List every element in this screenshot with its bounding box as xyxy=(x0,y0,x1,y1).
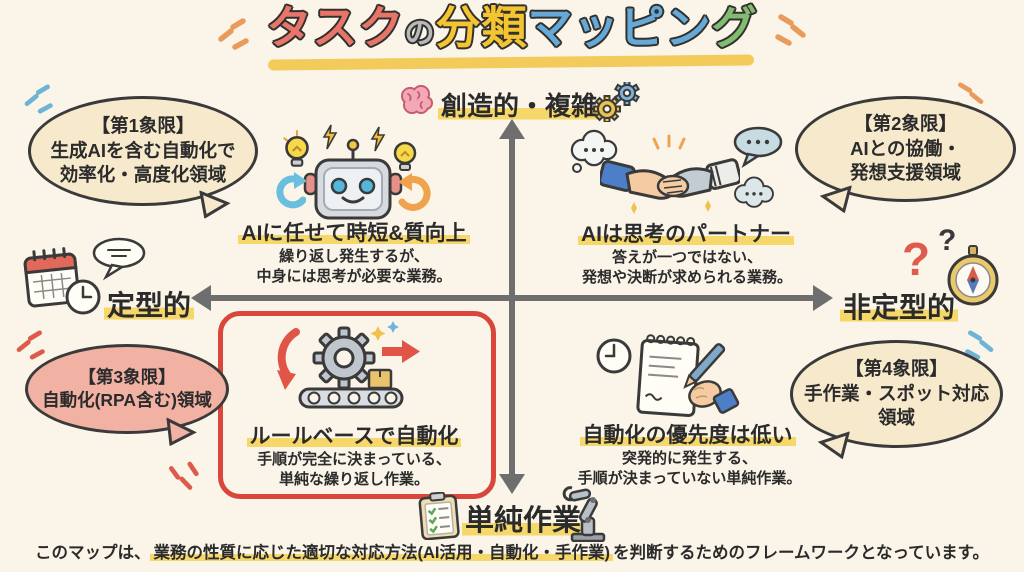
quadrant4-bubble: 【第4象限】 手作業・スポット対応 領域 xyxy=(790,340,1003,448)
speech-bubble-icon xyxy=(733,126,783,168)
lightning-icon xyxy=(370,126,386,152)
lightbulb-icon xyxy=(393,141,417,171)
bubble-line: AIとの協働・ xyxy=(850,137,961,159)
lightbulb-icon xyxy=(283,130,309,167)
bubble-line: 【第4象限】 xyxy=(845,358,948,380)
bubble-line: 【第1象限】 xyxy=(91,115,195,137)
title-decoration-left xyxy=(218,18,249,50)
title-segment: の xyxy=(404,17,436,50)
notepad-writing-icon xyxy=(596,334,740,418)
axis-arrow-up xyxy=(499,119,525,139)
bubble-tail xyxy=(199,190,231,219)
bubble-line: 生成AIを含む自動化で xyxy=(50,139,236,161)
robot-arm-icon xyxy=(562,486,606,542)
lightning-icon xyxy=(322,124,338,150)
q1-heading: AIに任せて時短&質向上 xyxy=(234,217,474,247)
sparkle-dashes-blue xyxy=(24,84,53,114)
brain-icon xyxy=(401,85,433,114)
horizontal-axis xyxy=(208,295,816,301)
bubble-line: 発想支援領域 xyxy=(849,162,961,184)
title-segment: マッピン xyxy=(527,2,712,53)
clipboard-icon xyxy=(418,492,460,540)
title-segment: 分類 xyxy=(435,2,528,53)
cycle-arrow-orange-icon xyxy=(398,173,431,211)
footer-note: このマップは、業務の性質に応じた適切な対応方法(AI活用・自動化・手作業)を判断… xyxy=(34,544,990,562)
question-mark-red: ? xyxy=(902,233,931,285)
mini-speech-icon xyxy=(92,237,146,281)
robot-icon xyxy=(303,138,403,220)
title-underline xyxy=(267,54,755,71)
gears-icon xyxy=(593,82,640,122)
title-segment: グ xyxy=(711,2,758,53)
q2-heading: AIは思考のパートナー xyxy=(562,218,810,248)
bubble-tail xyxy=(819,185,852,214)
q3-heading: ルールベースで自動化 xyxy=(234,420,474,450)
bubble-line: 【第3象限】 xyxy=(78,366,176,387)
compass-icon xyxy=(947,245,999,306)
bubble-tail xyxy=(166,417,197,447)
quadrant3-bubble: 【第3象限】 自動化(RPA含む)領域 xyxy=(25,344,229,434)
q4-description: 突発的に発生する、 手順が決まっていない単純作業。 xyxy=(577,450,802,487)
q2-description: 答えが一つではない、 発想や決断が求められる業務。 xyxy=(581,249,792,286)
axis-label-right: 非定型的 xyxy=(840,286,959,326)
bubble-tail xyxy=(817,431,850,460)
title-segment: タスク xyxy=(266,2,405,53)
q3-description: 手順が完全に決まっている、 単純な繰り返し作業。 xyxy=(257,451,451,488)
thought-cloud-icon xyxy=(570,129,618,173)
calendar-clock-icon xyxy=(23,247,101,315)
title-decoration-right xyxy=(775,14,806,46)
bubble-line: 効率化・高度化領域 xyxy=(59,164,227,186)
axis-arrow-down xyxy=(499,474,525,494)
vertical-axis xyxy=(509,136,515,478)
sparkle-dashes-red xyxy=(169,461,199,490)
question-mark-dark: ? xyxy=(938,224,957,257)
q1-description: 繰り返し発生するが、 中身には思考が必要な業務。 xyxy=(256,248,452,285)
bubble-line: 自動化(RPA含む)領域 xyxy=(42,390,212,410)
quadrant2-bubble: 【第2象限】 AIとの協働・ 発想支援領域 xyxy=(795,96,1016,202)
axis-arrow-left xyxy=(191,285,211,311)
bubble-line: 手作業・スポット対応 xyxy=(803,382,989,404)
thought-cloud-icon xyxy=(734,176,774,208)
bubble-line: 領域 xyxy=(877,407,915,429)
axis-arrow-right xyxy=(813,285,833,311)
quadrant1-bubble: 【第1象限】 生成AIを含む自動化で 効率化・高度化領域 xyxy=(28,96,258,206)
cycle-arrow-blue-icon xyxy=(276,172,306,209)
sparkle-dashes-red xyxy=(16,330,45,360)
handshake-icon xyxy=(600,134,740,214)
axis-label-top: 創造的・複雑 xyxy=(438,86,601,123)
gear-conveyor-icon xyxy=(277,321,420,409)
axis-label-left: 定型的 xyxy=(104,284,195,324)
page-title: タスクの分類マッピング xyxy=(0,2,1024,54)
bubble-line: 【第2象限】 xyxy=(854,113,957,135)
axis-label-bottom: 単純作業 xyxy=(462,497,585,539)
sparkle-dashes-blue xyxy=(965,330,994,360)
q4-heading: 自動化の優先度は低い xyxy=(565,419,810,449)
